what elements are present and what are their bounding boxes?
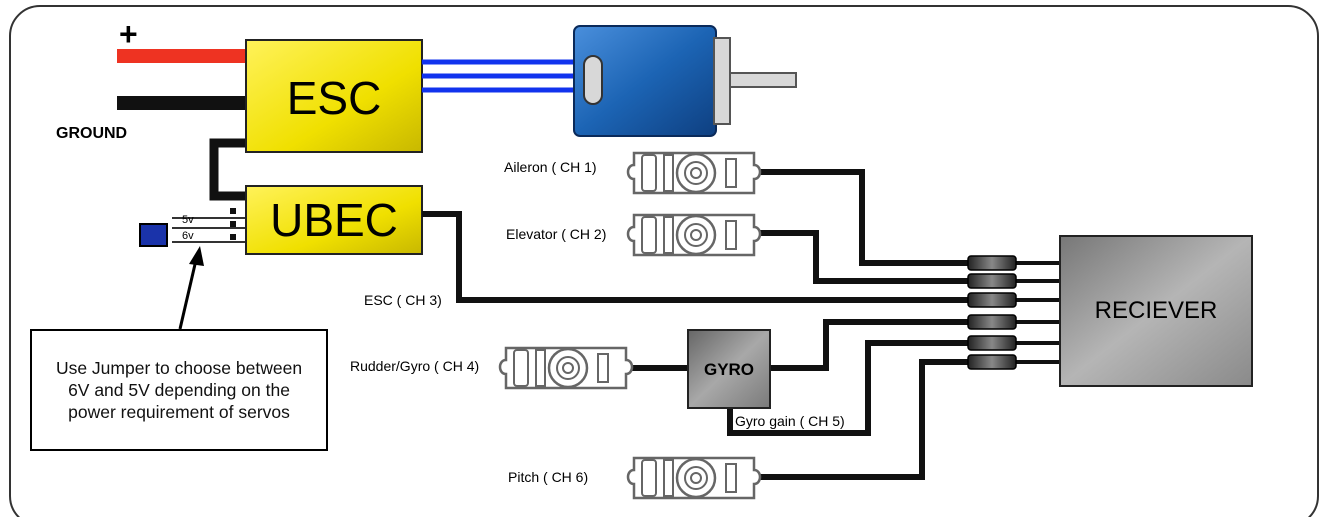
- pitch-label: Pitch ( CH 6): [508, 469, 588, 485]
- diagram-frame: [9, 5, 1319, 517]
- esc-ch3-label: ESC ( CH 3): [364, 292, 442, 308]
- jumper-note-box: Use Jumper to choose between 6V and 5V d…: [30, 329, 328, 451]
- receiver-box: [1059, 235, 1253, 387]
- esc-ch3-wire: [422, 211, 970, 303]
- motor: [573, 25, 797, 137]
- esc-label: ESC: [287, 72, 382, 124]
- aileron-wire: [758, 169, 970, 266]
- gyro-label: GYRO: [704, 360, 754, 379]
- elevator-servo: [626, 213, 762, 257]
- rudder-servo: [498, 346, 634, 390]
- esc-ubec-wire: [209, 138, 248, 201]
- jumper-6v-label: 6v: [182, 230, 194, 242]
- jumper-block: [139, 223, 168, 247]
- jumper-note-text: Use Jumper to choose between 6V and 5V d…: [55, 358, 303, 422]
- receiver-label: RECIEVER: [1095, 297, 1218, 324]
- esc-box: [245, 39, 423, 153]
- jumper-pins: [172, 208, 248, 243]
- gyro-output-wire: [770, 319, 970, 371]
- rudder-label: Rudder/Gyro ( CH 4): [350, 358, 479, 374]
- receiver-leads: [1014, 261, 1060, 364]
- gyro-box: [687, 329, 771, 409]
- jumper-5v-label: 5v: [182, 214, 194, 226]
- elevator-wire: [756, 230, 970, 284]
- pitch-wire: [758, 359, 970, 480]
- elevator-label: Elevator ( CH 2): [506, 226, 606, 242]
- aileron-label: Aileron ( CH 1): [504, 159, 597, 175]
- note-arrow: [178, 259, 198, 330]
- ubec-box: [245, 185, 423, 255]
- ubec-label: UBEC: [270, 194, 398, 246]
- gyro-gain-label: Gyro gain ( CH 5): [735, 413, 845, 429]
- gyro-gain-wire: [727, 340, 970, 436]
- plus-sign: +: [119, 16, 138, 52]
- ground-label: GROUND: [56, 125, 127, 142]
- aileron-servo: [626, 151, 762, 195]
- note-arrowhead: [189, 246, 204, 266]
- receiver-connectors: [967, 255, 1017, 370]
- pitch-servo: [626, 456, 762, 500]
